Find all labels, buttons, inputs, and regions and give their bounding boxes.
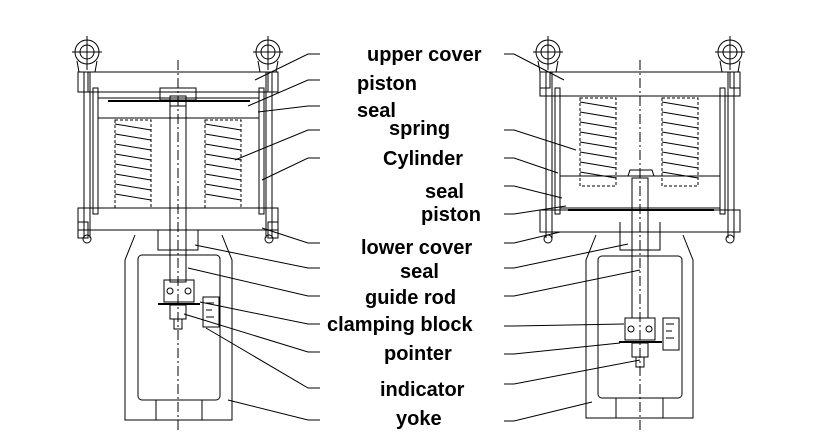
label-yoke: yoke [396, 408, 442, 430]
label-piston-lower: piston [421, 204, 481, 226]
lifting-eye-right [253, 36, 283, 72]
label-seal-upper: seal [357, 100, 396, 122]
spring-right [205, 120, 241, 208]
leader-lines-left [184, 54, 320, 420]
right-actuator-view [533, 36, 745, 430]
lifting-eye-right-r [715, 36, 745, 72]
label-guide-rod: guide rod [365, 287, 457, 309]
cylinder-wall-right [259, 88, 264, 214]
spring-left [115, 120, 151, 208]
label-upper-cover: upper cover [367, 44, 482, 66]
lifting-eye-left-r [533, 36, 563, 72]
label-seal-lower: seal [400, 261, 439, 283]
lifting-eye-left [72, 36, 102, 72]
left-actuator-view [72, 36, 283, 430]
cylinder-wall-left [93, 88, 98, 214]
indicator-right [663, 318, 679, 350]
yoke-right [586, 235, 693, 418]
label-seal-mid: seal [425, 181, 464, 203]
label-lower-cover: lower cover [361, 237, 473, 259]
clamping-block-left [164, 280, 194, 302]
label-spring: spring [389, 118, 451, 140]
label-pointer: pointer [384, 343, 452, 365]
spring-left-r [580, 98, 616, 186]
label-piston-upper: piston [357, 73, 417, 95]
leader-lines-right [504, 54, 640, 421]
label-indicator: indicator [380, 379, 465, 401]
indicator-left [203, 297, 219, 327]
spring-right-r [662, 98, 698, 186]
label-cylinder: Cylinder [383, 148, 464, 170]
label-clamping-block: clamping block [327, 314, 473, 336]
